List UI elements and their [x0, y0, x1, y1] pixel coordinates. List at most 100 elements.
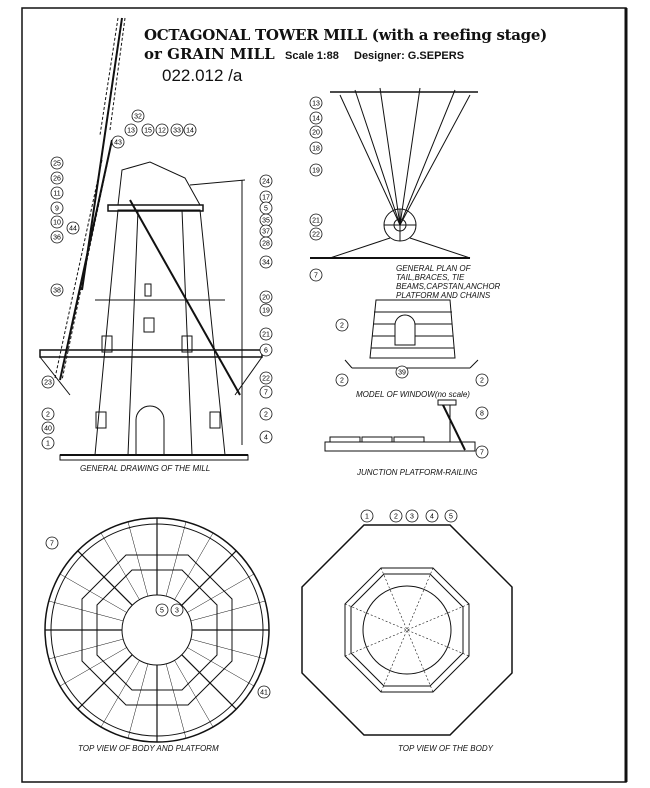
part-callout: 1 [41, 436, 55, 450]
callout-circle [444, 509, 458, 523]
callout-number: 21 [312, 218, 320, 225]
callout-circle [155, 603, 169, 617]
part-callout: 19 [309, 163, 323, 177]
callout-number: 22 [262, 376, 270, 383]
scale-label: Scale 1:88 [285, 50, 339, 62]
part-callout: 15 [141, 123, 155, 137]
callout-circle [309, 111, 323, 125]
part-callout: 7 [259, 385, 273, 399]
platform-beam [187, 573, 255, 613]
callout-circle [259, 327, 273, 341]
callout-number: 32 [134, 114, 142, 121]
callout-number: 22 [312, 232, 320, 239]
callout-number: 10 [53, 220, 61, 227]
part-callout: 2 [389, 509, 403, 523]
part-callout: 3 [405, 509, 419, 523]
part-callout: 25 [50, 156, 64, 170]
callout-circle [170, 123, 184, 137]
callout-circle [475, 406, 489, 420]
callout-number: 34 [262, 260, 270, 267]
callout-circle [475, 373, 489, 387]
callout-number: 17 [262, 195, 270, 202]
callout-number: 15 [144, 128, 152, 135]
callout-number: 2 [46, 412, 50, 419]
top-view-body [301, 524, 513, 736]
callout-circle [259, 255, 273, 269]
caption-general-drawing: GENERAL DRAWING OF THE MILL [80, 464, 211, 473]
part-callout: 12 [155, 123, 169, 137]
callout-number: 3 [410, 514, 414, 521]
top-view-platform [44, 517, 270, 743]
platform-beam [48, 638, 124, 660]
callout-circle [389, 509, 403, 523]
part-callout: 9 [50, 201, 64, 215]
callout-number: 14 [312, 116, 320, 123]
callout-number: 7 [264, 390, 268, 397]
part-callout: 13 [124, 123, 138, 137]
callout-number: 7 [480, 450, 484, 457]
callout-number: 39 [398, 370, 406, 377]
platform-beam [181, 654, 237, 710]
callout-circle [309, 141, 323, 155]
callout-number: 1 [365, 514, 369, 521]
callout-circle [124, 123, 138, 137]
callout-number: 2 [340, 323, 344, 330]
platform-beam [77, 654, 133, 710]
callout-number: 44 [69, 226, 77, 233]
callout-number: 38 [53, 288, 61, 295]
callout-circle [259, 174, 273, 188]
callout-number: 37 [262, 229, 270, 236]
platform-beam [187, 647, 255, 687]
callout-circle [45, 536, 59, 550]
callout-circle [259, 430, 273, 444]
callout-number: 18 [312, 146, 320, 153]
platform-beam [165, 663, 187, 739]
platform-beam [77, 550, 133, 606]
part-callout: 2 [259, 407, 273, 421]
part-callout: 21 [309, 213, 323, 227]
platform-beam [127, 521, 149, 597]
part-callout: 19 [259, 303, 273, 317]
platform-beam [100, 660, 140, 728]
junction-detail [324, 399, 476, 452]
part-callout: 11 [50, 186, 64, 200]
part-callout: 34 [259, 255, 273, 269]
tail-plan [310, 87, 478, 259]
callout-circle [335, 318, 349, 332]
callout-number: 20 [262, 295, 270, 302]
callout-circle [50, 186, 64, 200]
callout-circle [155, 123, 169, 137]
callout-circle [259, 343, 273, 357]
callout-number: 7 [314, 273, 318, 280]
callout-circle [257, 685, 271, 699]
platform-beam [48, 600, 124, 622]
part-callout: 14 [309, 111, 323, 125]
platform-beam [59, 573, 127, 613]
callout-circle [170, 603, 184, 617]
callout-number: 12 [158, 128, 166, 135]
callout-circle [309, 227, 323, 241]
platform-beam [59, 647, 127, 687]
part-callout: 23 [41, 375, 55, 389]
callout-number: 3 [175, 608, 179, 615]
part-callout: 7 [309, 268, 323, 282]
platform-beam [100, 532, 140, 600]
callout-circle [41, 407, 55, 421]
callout-number: 40 [44, 426, 52, 433]
callout-circle [50, 201, 64, 215]
callout-number: 43 [114, 140, 122, 147]
part-callout: 7 [475, 445, 489, 459]
callout-number: 2 [480, 378, 484, 385]
platform-beam [127, 663, 149, 739]
part-callout: 37 [259, 224, 273, 238]
drawing-subtitle: or GRAIN MILL [144, 45, 275, 63]
callout-circle [259, 303, 273, 317]
callout-number: 24 [262, 179, 270, 186]
callout-circle [50, 283, 64, 297]
part-callout: 28 [259, 236, 273, 250]
caption-window-model: MODEL OF WINDOW(no scale) [356, 390, 470, 399]
part-callout: 32 [131, 109, 145, 123]
part-callout: 22 [309, 227, 323, 241]
callout-number: 1 [46, 441, 50, 448]
